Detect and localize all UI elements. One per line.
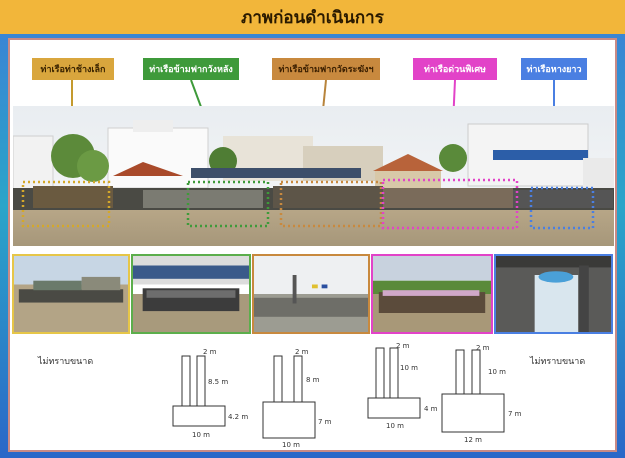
dim-post-width: 2 m (203, 348, 217, 356)
riverside-panorama (13, 106, 614, 246)
pier-label-longtail: ท่าเรือหางยาว (521, 58, 587, 80)
dim-base-height: 7 m (508, 410, 522, 418)
page-title: ภาพก่อนดำเนินการ (241, 7, 384, 28)
dim-base-height: 7 m (318, 418, 332, 426)
photo-express-pier (371, 254, 493, 334)
dim-post-height: 10 m (488, 368, 506, 376)
dim-post-width: 2 m (396, 342, 410, 350)
size-diagram-express: 2 m 10 m 4 m 10 m (366, 342, 446, 444)
pier-label-wang-lang: ท่าเรือข้ามฟากวังหลัง (143, 58, 239, 80)
pier-label-tha-chang-lek: ท่าเรือท่าช้างเล็ก (32, 58, 114, 80)
dim-base-width: 10 m (386, 422, 404, 430)
dim-post-width: 2 m (295, 348, 309, 356)
dim-base-width: 10 m (192, 431, 210, 439)
photo-wat-rakhang (252, 254, 370, 334)
dim-post-height: 8.5 m (208, 378, 228, 386)
photo-tha-chang-lek (12, 254, 130, 334)
dim-base-width: 12 m (464, 436, 482, 444)
size-diagram-longtail: 2 m 10 m 7 m 12 m (438, 344, 528, 454)
size-note-tha-chang-lek: ไม่ทราบขนาด (38, 357, 94, 367)
dim-post-width: 2 m (476, 344, 490, 352)
size-diagram-wat-rakhang: 2 m 8 m 7 m 10 m (260, 344, 340, 449)
pier-label-express: ท่าเรือด่วนพิเศษ (413, 58, 497, 80)
dim-base-width: 10 m (282, 441, 300, 449)
photo-wang-lang (131, 254, 251, 334)
photo-longtail-pier (494, 254, 613, 334)
pier-label-wat-rakhang: ท่าเรือข้ามฟากวัดระฆังฯ (272, 58, 380, 80)
dim-base-height: 4.2 m (228, 413, 248, 421)
dim-post-height: 10 m (400, 364, 418, 372)
size-note-longtail: ไม่ทราบขนาด (530, 357, 586, 367)
dim-post-height: 8 m (306, 376, 320, 384)
dim-base-height: 4 m (424, 405, 438, 413)
header-bar: ภาพก่อนดำเนินการ (0, 0, 625, 34)
content-panel: ท่าเรือท่าช้างเล็ก ท่าเรือข้ามฟากวังหลัง… (8, 38, 617, 452)
size-diagram-wang-lang: 2 m 8.5 m 4.2 m 10 m (170, 344, 250, 444)
